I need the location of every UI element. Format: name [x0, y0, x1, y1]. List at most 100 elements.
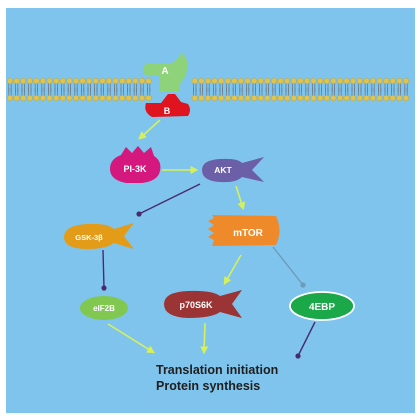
lipid-head	[191, 94, 198, 101]
arrow-b-to-pi3k	[138, 119, 161, 140]
4ebp-label: 4EBP	[309, 302, 335, 313]
lipid-head	[72, 77, 79, 84]
lipid-head	[403, 94, 410, 101]
lipid-head	[389, 94, 396, 101]
lipid-head	[13, 94, 20, 101]
lipid-head	[284, 94, 291, 101]
lipid-head	[343, 77, 350, 84]
lipid-head	[138, 94, 145, 101]
lipid-head	[218, 77, 225, 84]
lipid-head	[198, 77, 205, 84]
lipid-head	[86, 94, 93, 101]
lipid-head	[304, 94, 311, 101]
lipid-head	[310, 94, 317, 101]
lipid-head	[251, 77, 258, 84]
lipid-head	[343, 94, 350, 101]
lipid-head	[119, 77, 126, 84]
arrow-p70s6k-to-output	[200, 322, 209, 355]
arrow-mtor-to-p70s6k	[223, 254, 242, 286]
lipid-head	[337, 77, 344, 84]
lipid-head	[323, 94, 330, 101]
lipid-head	[112, 77, 119, 84]
lipid-head	[350, 77, 357, 84]
output-line-1: Translation initiation	[156, 363, 278, 377]
lipid-head	[211, 94, 218, 101]
arrow-akt-to-mtor	[235, 185, 246, 211]
lipid-head	[396, 77, 403, 84]
receptor-a-label: A	[161, 66, 168, 77]
gsk3b-node: GSK-3β	[64, 223, 134, 249]
lipid-head	[244, 77, 251, 84]
eif2b-label: eIF2B	[93, 304, 115, 313]
lipid-head	[46, 77, 53, 84]
lipid-head	[92, 94, 99, 101]
p70s6k-node: p70S6K	[164, 290, 242, 318]
diagram-background	[6, 8, 415, 413]
lipid-head	[13, 77, 20, 84]
mtor-label: mTOR	[233, 228, 264, 239]
lipid-head	[244, 94, 251, 101]
lipid-head	[396, 94, 403, 101]
lipid-head	[257, 77, 264, 84]
output-line-2: Protein synthesis	[156, 379, 260, 393]
lipid-head	[33, 77, 40, 84]
lipid-head	[105, 77, 112, 84]
akt-label: AKT	[214, 165, 232, 175]
lipid-head	[356, 77, 363, 84]
lipid-head	[297, 94, 304, 101]
lipid-head	[237, 77, 244, 84]
lipid-head	[284, 77, 291, 84]
lipid-head	[383, 77, 390, 84]
lipid-head	[59, 77, 66, 84]
receptor-a: A	[143, 52, 188, 92]
lipid-head	[132, 77, 139, 84]
lipid-head	[317, 77, 324, 84]
lipid-head	[264, 94, 271, 101]
inhibit-akt-to-gsk3b	[138, 183, 201, 215]
lipid-head	[376, 94, 383, 101]
lipid-head	[317, 94, 324, 101]
lipid-head	[204, 94, 211, 101]
inhibition-lines	[101, 183, 316, 359]
lipid-head	[389, 77, 396, 84]
lipid-head	[86, 77, 93, 84]
eif2b-node: eIF2B	[80, 296, 128, 320]
lipid-head	[191, 77, 198, 84]
lipid-head	[46, 94, 53, 101]
lipid-head	[383, 94, 390, 101]
lipid-head	[211, 77, 218, 84]
lipid-head	[251, 94, 258, 101]
lipid-head	[119, 94, 126, 101]
pi3k-node: PI-3K	[110, 146, 161, 183]
lipid-head	[105, 94, 112, 101]
lipid-head	[370, 77, 377, 84]
lipid-head	[264, 77, 271, 84]
lipid-head	[376, 77, 383, 84]
lipid-head	[6, 94, 13, 101]
lipid-head	[350, 94, 357, 101]
lipid-head	[40, 77, 47, 84]
lipid-head	[6, 77, 13, 84]
lipid-head	[363, 94, 370, 101]
lipid-head	[330, 77, 337, 84]
lipid-head	[224, 77, 231, 84]
lipid-head	[304, 77, 311, 84]
arrow-eif2b-to-output	[107, 323, 156, 354]
inhibit-mtor-to-4ebp	[272, 246, 304, 286]
lipid-head	[66, 77, 73, 84]
lipid-head	[112, 94, 119, 101]
lipid-head	[125, 77, 132, 84]
lipid-head	[204, 77, 211, 84]
lipid-head	[33, 94, 40, 101]
lipid-head	[53, 94, 60, 101]
lipid-head	[231, 77, 238, 84]
lipid-head	[125, 94, 132, 101]
inhibit-4ebp-to-output	[297, 321, 316, 357]
receptor-b-label: B	[164, 106, 171, 116]
lipid-head	[363, 77, 370, 84]
lipid-head	[330, 94, 337, 101]
inhibit-gsk3b-to-eif2b	[102, 249, 105, 289]
lipid-head	[356, 94, 363, 101]
p70s6k-label: p70S6K	[179, 300, 213, 310]
